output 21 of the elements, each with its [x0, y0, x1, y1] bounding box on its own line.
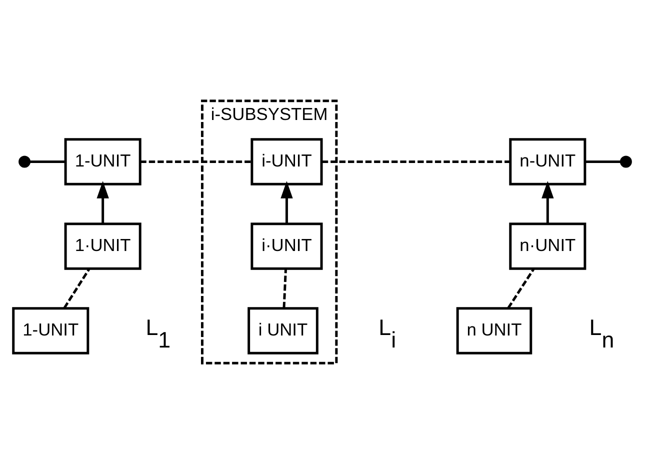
- connector: [322, 160, 510, 163]
- node-box: i·UNIT: [250, 222, 323, 270]
- node-box: i UNIT: [248, 306, 318, 354]
- node-box: 1-UNIT: [12, 306, 90, 354]
- connector: [507, 268, 535, 308]
- node-circle: [18, 155, 31, 168]
- node-box: 1-UNIT: [64, 138, 142, 185]
- arrow: [542, 180, 554, 223]
- connector: [63, 268, 90, 308]
- node-box: 1·UNIT: [64, 222, 142, 270]
- node-box: n UNIT: [456, 306, 532, 354]
- connector: [140, 160, 252, 163]
- node-box: n·UNIT: [509, 222, 586, 270]
- connector: [282, 268, 287, 308]
- arrow: [96, 180, 109, 223]
- node-box: n-UNIT: [509, 138, 586, 185]
- connector: [30, 160, 66, 163]
- node-box: i-UNIT: [250, 138, 323, 185]
- arrow: [280, 180, 293, 223]
- connector: [584, 160, 620, 163]
- node-circle: [620, 155, 632, 168]
